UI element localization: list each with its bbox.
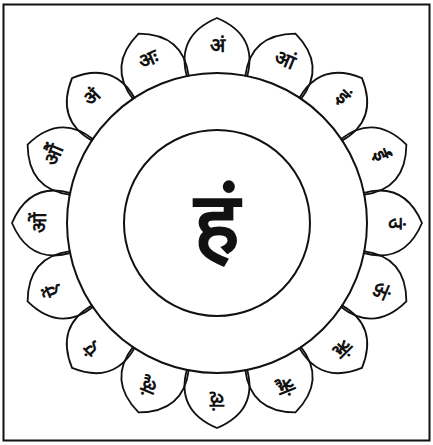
petal-path (245, 34, 312, 100)
petal-syllable: अं (210, 35, 225, 55)
petal-syllable: ओं (29, 213, 49, 233)
outer-frame (4, 5, 430, 441)
bija-syllable: हं (194, 180, 240, 266)
petal-syllable: ॠं (273, 375, 296, 400)
petal-path (340, 251, 406, 318)
petal-syllable: अं (79, 85, 104, 110)
petal-path (121, 346, 188, 412)
lotus-petal: ऊं (338, 249, 409, 336)
petal-path (185, 18, 250, 77)
petal-syllable: आं (272, 45, 298, 71)
lotus-petal: ओं (10, 179, 74, 267)
petal-path (363, 191, 422, 256)
lotus-petal: ॠं (243, 344, 330, 415)
lotus-petal: औं (25, 110, 96, 197)
petal-path (185, 369, 250, 428)
petal-syllable: एं (80, 338, 102, 360)
petal-path (12, 191, 71, 256)
lotus-petal: अं (173, 16, 261, 80)
petal-path (245, 346, 312, 412)
petal-syllable: ऊं (369, 280, 394, 302)
lotus-petal: उं (360, 179, 424, 267)
petal-path (28, 251, 94, 318)
petal-syllable: ऌं (210, 391, 224, 411)
lotus-petal: ऌं (173, 366, 261, 430)
petal-syllable: ॡं (139, 376, 160, 400)
center-circle: हं (122, 128, 312, 318)
lotus-petal: इं (297, 59, 381, 143)
petal-syllable: उं (385, 218, 405, 229)
lotus-petal: एं (53, 303, 137, 387)
petal-syllable: ऐं (41, 282, 64, 300)
petal-path (340, 127, 406, 194)
petal-syllable: इं (332, 87, 353, 108)
lotus-petal: ऋं (297, 303, 381, 387)
petal-path (121, 34, 188, 100)
petal-path (28, 127, 94, 194)
petal-syllable: ईं (370, 146, 392, 163)
outer-circle (67, 73, 367, 373)
lotus-petal: ईं (338, 110, 409, 197)
lotus-petal: ऐं (25, 249, 96, 336)
petal-syllable: अः (136, 46, 161, 72)
petal-syllable: औं (39, 142, 65, 168)
petal-syllable: ऋं (330, 336, 356, 362)
inner-circle (124, 130, 310, 316)
lotus-petal: ॡं (104, 344, 191, 415)
lotus-petal: आं (243, 31, 330, 102)
lotus-petal: अं (53, 59, 137, 143)
lotus-petal: अः (104, 31, 191, 102)
